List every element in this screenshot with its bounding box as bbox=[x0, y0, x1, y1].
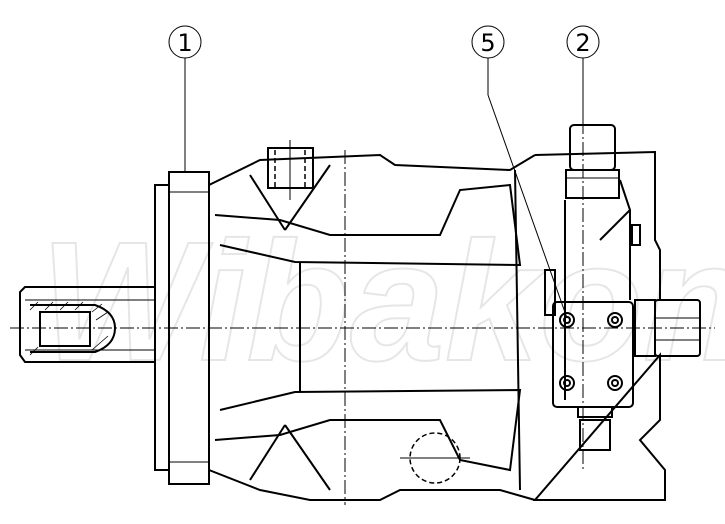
pump-housing bbox=[208, 140, 536, 501]
drive-shaft bbox=[19, 286, 155, 363]
callout-2: 2 bbox=[566, 25, 600, 125]
svg-text:1: 1 bbox=[177, 29, 192, 57]
svg-text:5: 5 bbox=[480, 29, 495, 57]
mounting-flange bbox=[154, 171, 210, 485]
port-block bbox=[634, 299, 701, 357]
control-valve-block bbox=[552, 301, 634, 451]
callout-5: 5 bbox=[471, 25, 568, 319]
callout-1: 1 bbox=[168, 25, 202, 172]
pressure-fitting bbox=[565, 124, 620, 199]
svg-text:2: 2 bbox=[575, 29, 590, 57]
